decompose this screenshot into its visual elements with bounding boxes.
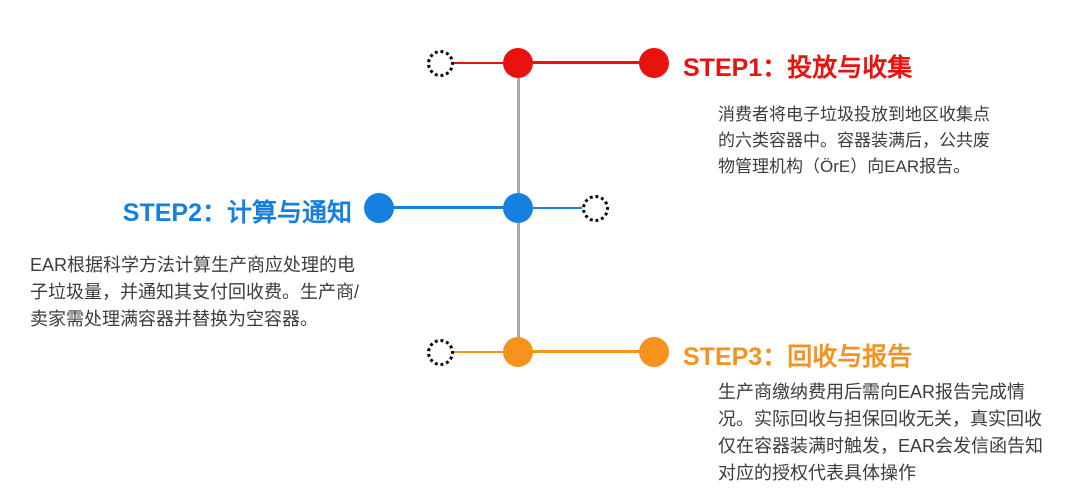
step3-dotted-connector-line bbox=[440, 351, 518, 353]
step3-title: STEP3：回收与报告 bbox=[683, 343, 913, 371]
step2-description-line: 卖家需处理满容器并替换为空容器。 bbox=[30, 309, 318, 329]
step3-description: 生产商缴纳费用后需向EAR报告完成情 况。实际回收与担保回收无关，真实回收 仅在… bbox=[718, 379, 1043, 487]
step2-description-line: 子垃圾量，并通知其支付回收费。生产商/ bbox=[30, 282, 359, 302]
step1-title: STEP1：投放与收集 bbox=[683, 54, 913, 82]
step1-description-line: 消费者将电子垃圾投放到地区收集点 bbox=[718, 105, 990, 124]
step2-main-connector-line bbox=[379, 206, 519, 209]
step3-dotted-circle-node bbox=[427, 339, 454, 366]
step1-description-line: 的六类容器中。容器装满后，公共废 bbox=[718, 131, 990, 150]
step3-description-line: 对应的授权代表具体操作 bbox=[718, 463, 916, 483]
step3-description-line: 生产商缴纳费用后需向EAR报告完成情 bbox=[718, 382, 1026, 402]
step1-dotted-connector-line bbox=[440, 62, 518, 64]
step2-start-node bbox=[364, 193, 394, 223]
step1-end-node bbox=[639, 48, 669, 78]
step2-dotted-circle-node bbox=[582, 195, 609, 222]
step3-end-node bbox=[639, 337, 669, 367]
step2-dotted-connector-line bbox=[518, 207, 596, 209]
step3-description-line: 况。实际回收与担保回收无关，真实回收 bbox=[718, 409, 1042, 429]
step3-description-line: 仅在容器装满时触发，EAR会发信函告知 bbox=[718, 436, 1044, 456]
step3-center-node bbox=[503, 337, 533, 367]
step3-main-connector-line bbox=[518, 350, 655, 353]
step2-center-node bbox=[503, 193, 533, 223]
step2-description-line: EAR根据科学方法计算生产商应处理的电 bbox=[30, 255, 356, 275]
step1-dotted-circle-node bbox=[427, 50, 454, 77]
step2-description: EAR根据科学方法计算生产商应处理的电 子垃圾量，并通知其支付回收费。生产商/ … bbox=[30, 252, 359, 333]
step1-description-line: 物管理机构（ÖrE）向EAR报告。 bbox=[718, 157, 971, 176]
step1-description: 消费者将电子垃圾投放到地区收集点 的六类容器中。容器装满后，公共废 物管理机构（… bbox=[718, 102, 990, 180]
step2-title: STEP2：计算与通知 bbox=[122, 199, 352, 227]
step1-center-node bbox=[503, 48, 533, 78]
step1-main-connector-line bbox=[518, 61, 655, 64]
